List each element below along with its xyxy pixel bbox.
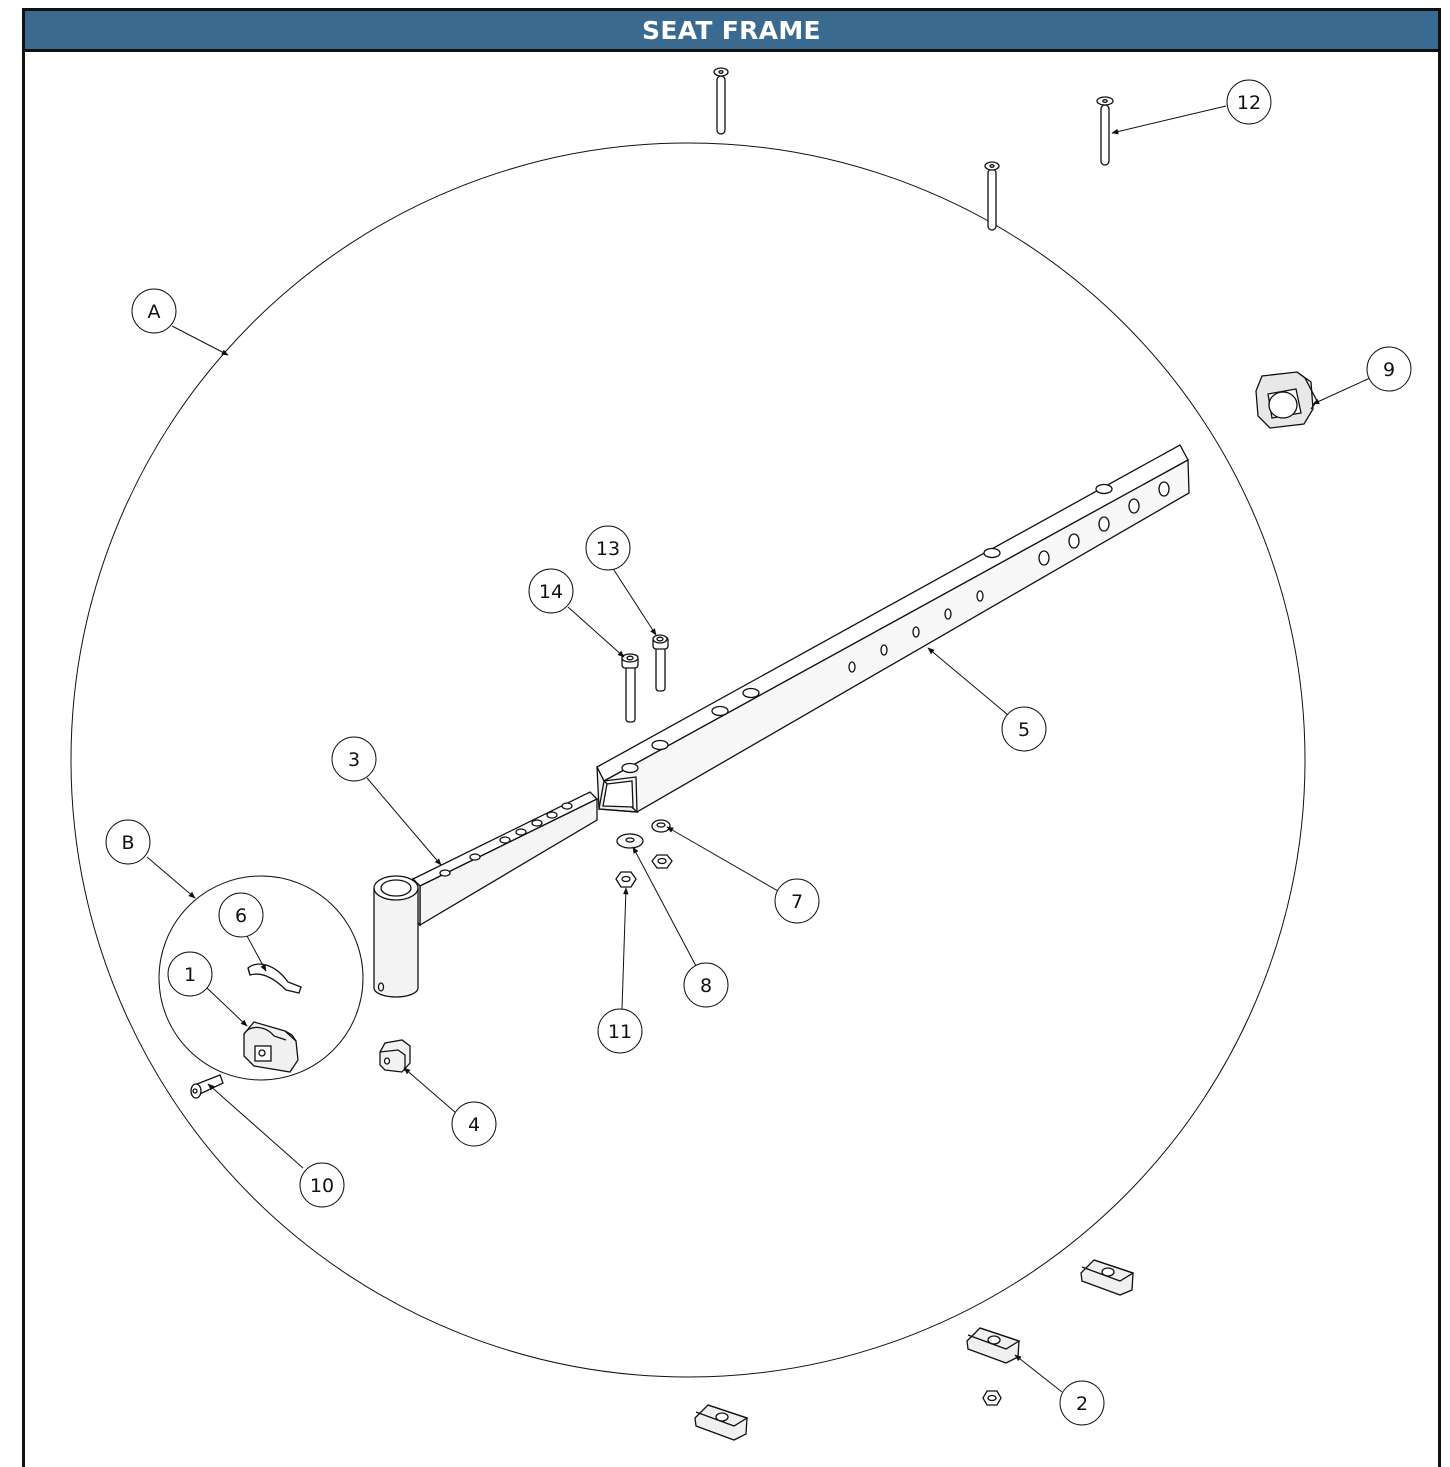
- part-1-clamp: [243, 1021, 299, 1073]
- part-10-bolt: [190, 1074, 224, 1099]
- svg-text:5: 5: [1018, 719, 1030, 741]
- callout-12: 12: [1226, 79, 1272, 125]
- callout-6: 6: [218, 892, 264, 938]
- title-bar: SEAT FRAME: [25, 11, 1438, 52]
- svg-text:11: 11: [608, 1021, 632, 1043]
- callout-a: A: [131, 288, 177, 334]
- callout-14: 14: [528, 568, 574, 614]
- part-12-screws: [713, 67, 1114, 231]
- part-9-end-cap: [1255, 371, 1318, 429]
- svg-text:B: B: [121, 832, 134, 854]
- svg-text:14: 14: [539, 581, 563, 603]
- callout-b: B: [105, 819, 151, 865]
- part-5-square-tube: [596, 444, 1190, 813]
- svg-text:4: 4: [468, 1114, 480, 1136]
- callout-9: 9: [1366, 346, 1412, 392]
- callout-4: 4: [451, 1101, 497, 1147]
- svg-text:8: 8: [700, 975, 712, 997]
- callout-11: 11: [597, 1008, 643, 1054]
- page-title: SEAT FRAME: [642, 15, 821, 45]
- detail-circle-b: [158, 875, 364, 1081]
- part-7-8-11-hardware: [615, 819, 673, 888]
- part-6-clip: [247, 963, 302, 994]
- svg-text:3: 3: [348, 749, 360, 771]
- callout-10: 10: [299, 1162, 345, 1208]
- svg-text:12: 12: [1237, 92, 1261, 114]
- callout-7: 7: [774, 878, 820, 924]
- part-2-clamp-blocks: [694, 1259, 1135, 1441]
- detail-circle-a: [70, 142, 1306, 1378]
- callout-13: 13: [585, 525, 631, 571]
- part-3-inner-tube: [373, 791, 599, 998]
- callout-1: 1: [167, 951, 213, 997]
- svg-text:13: 13: [596, 538, 620, 560]
- svg-text:A: A: [148, 301, 161, 323]
- callout-2: 2: [1059, 1380, 1105, 1426]
- callout-8: 8: [683, 962, 729, 1008]
- svg-text:1: 1: [184, 964, 196, 986]
- callout-5: 5: [1001, 706, 1047, 752]
- part-13-14-cap-screws: [621, 634, 669, 723]
- part-4-block: [379, 1039, 411, 1073]
- svg-text:7: 7: [791, 891, 803, 913]
- svg-text:6: 6: [235, 905, 247, 927]
- svg-text:9: 9: [1383, 359, 1395, 381]
- callout-3: 3: [331, 736, 377, 782]
- svg-text:2: 2: [1076, 1393, 1088, 1415]
- svg-text:10: 10: [310, 1175, 334, 1197]
- leader-lines: [146, 105, 1371, 1393]
